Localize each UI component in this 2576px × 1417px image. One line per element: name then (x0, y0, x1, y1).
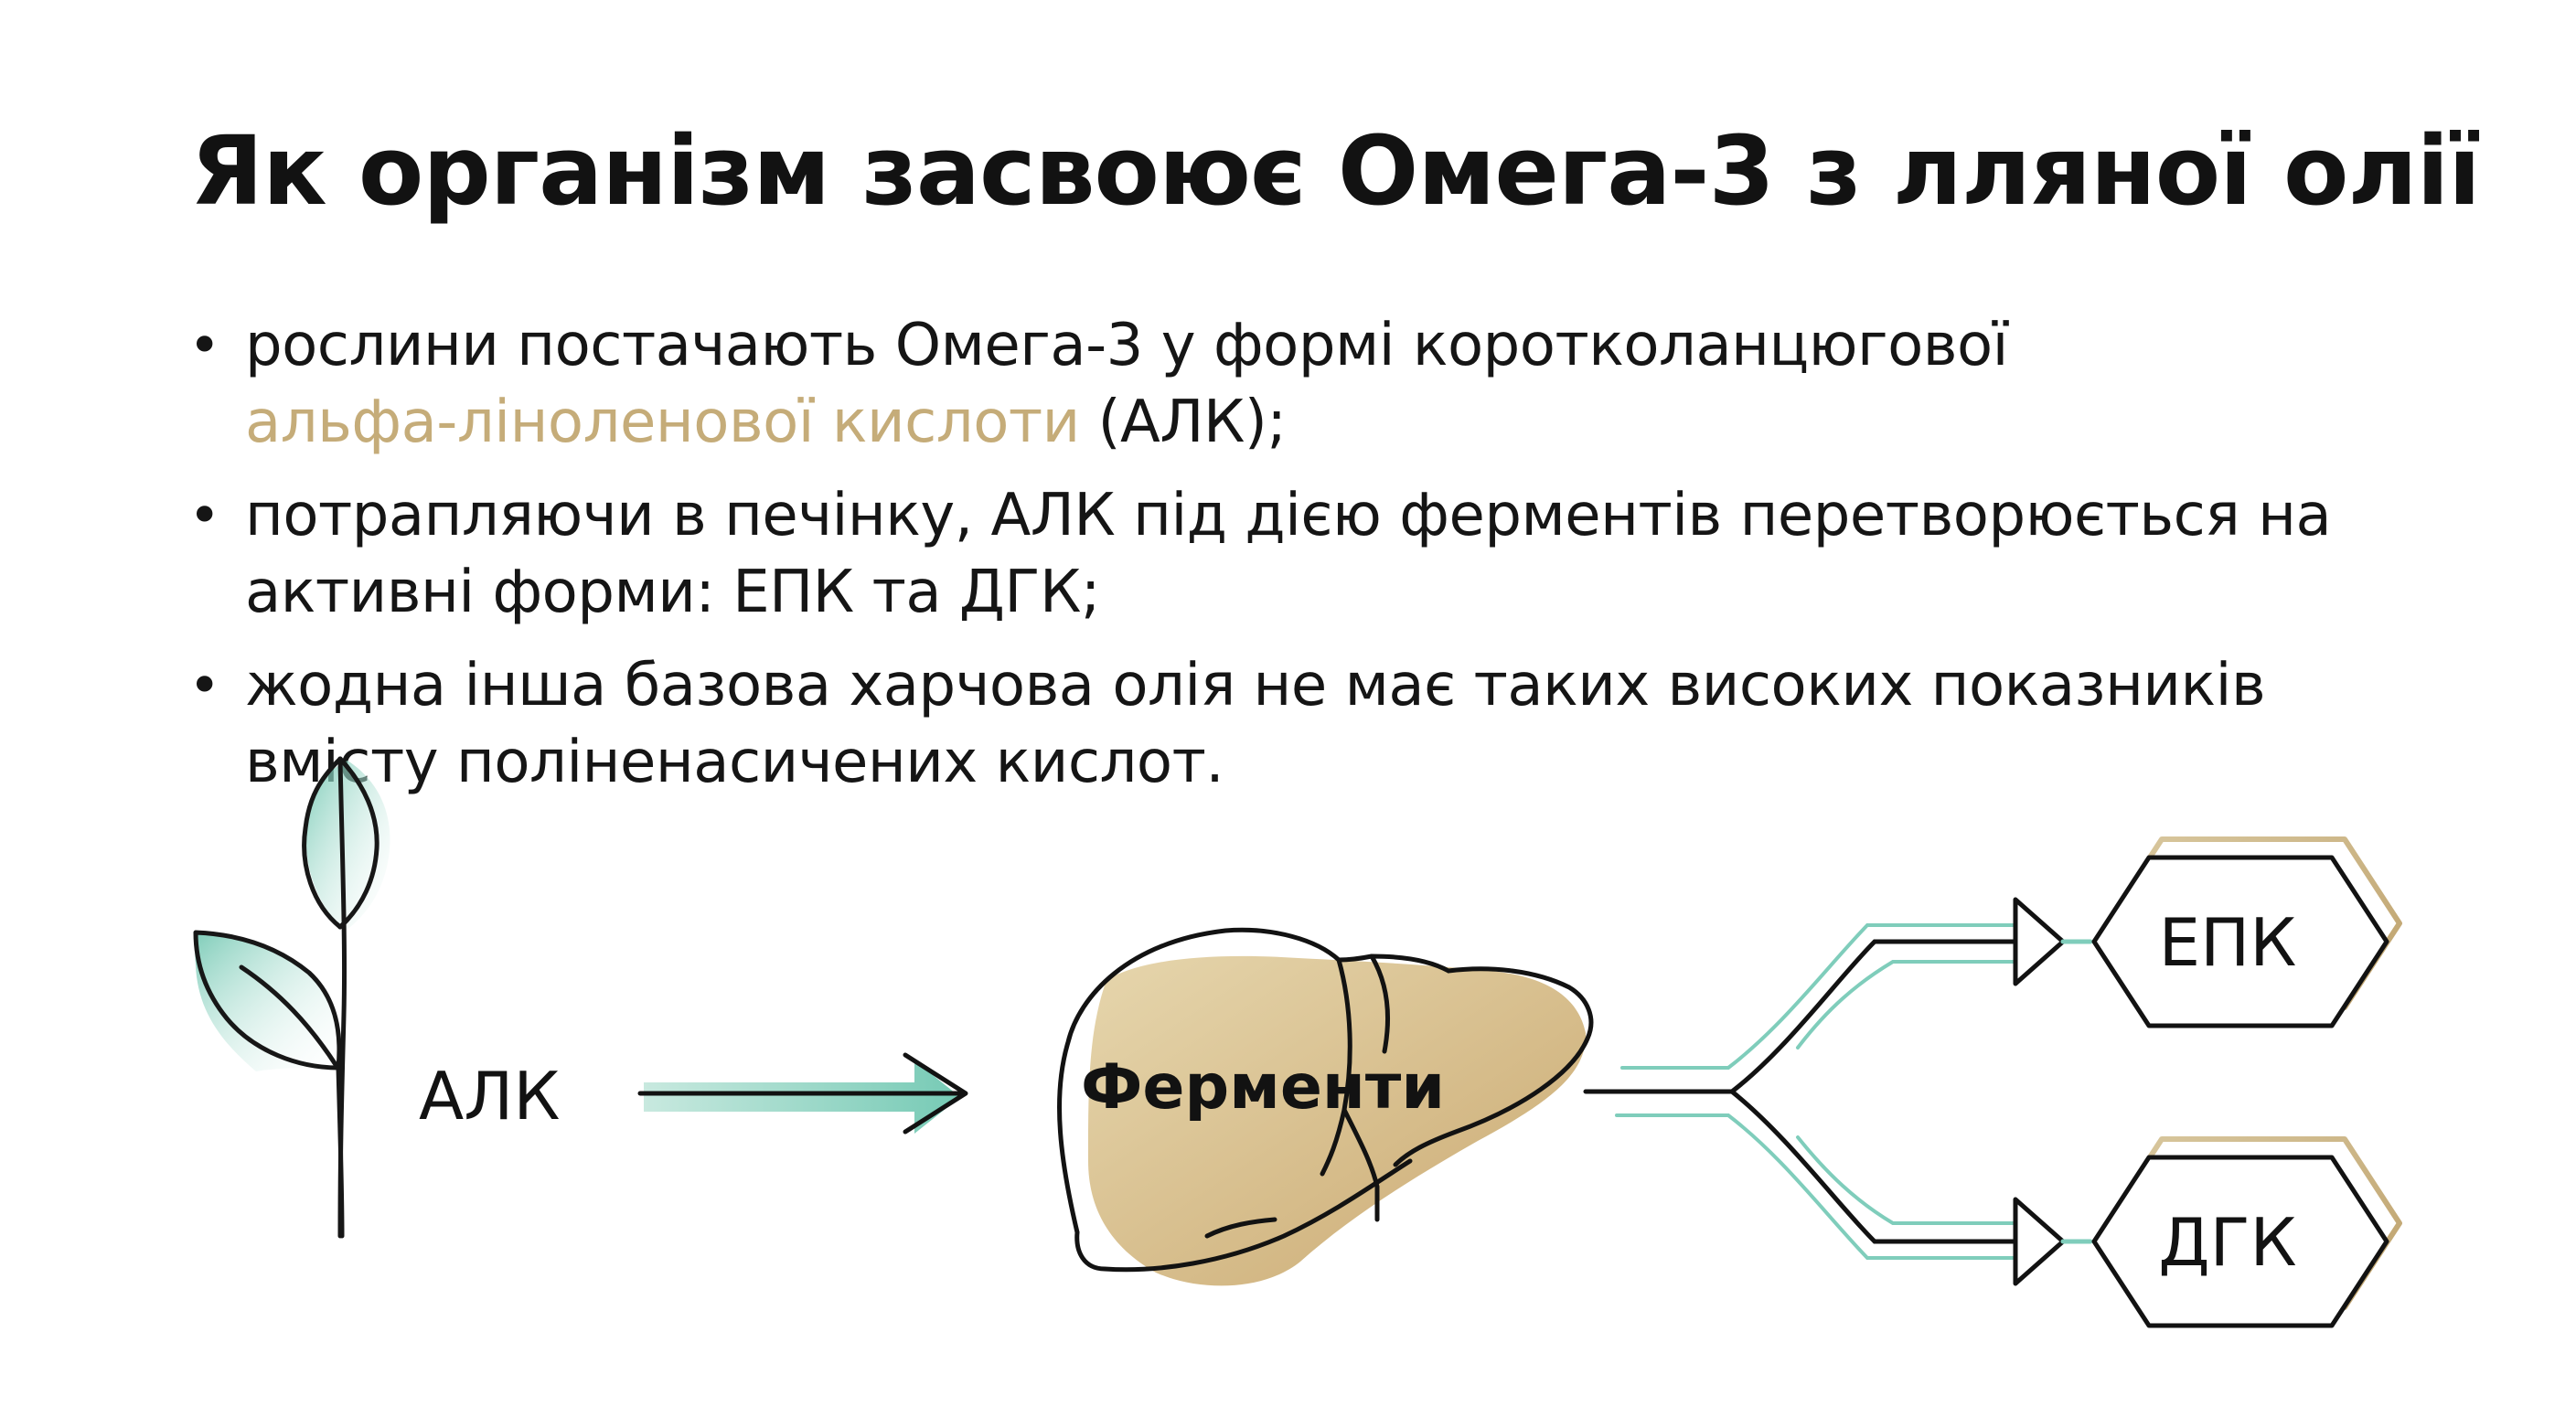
leaf-icon (193, 756, 390, 1239)
output-label-epk: ЕПК (2159, 904, 2297, 981)
bullet-item-2: потрапляючи в печінку, АЛК під дією ферм… (188, 477, 2429, 631)
page-title: Як організм засвоює Омега-3 з лляної олі… (190, 115, 2481, 227)
bullet-3-text: жодна інша базова харчова олія не має та… (245, 652, 2266, 796)
bullet-item-3: жодна інша базова харчова олія не має та… (188, 647, 2429, 801)
bullet-1-text: рослини постачають Омега-3 у формі корот… (245, 312, 2008, 379)
bullet-1-highlight: альфа-ліноленової кислоти (245, 389, 1080, 456)
branch-arrow-icon (1583, 897, 2093, 1286)
output-label-dgk: ДГК (2158, 1204, 2296, 1281)
bullet-2-text: потрапляючи в печінку, АЛК під дією ферм… (245, 482, 2332, 626)
hexagon-icon (2091, 836, 2402, 1328)
source-label-alk: АЛК (419, 1058, 561, 1135)
bullet-1-suffix: (АЛК); (1079, 389, 1287, 456)
process-label-enzymes: Ферменти (1081, 1051, 1445, 1124)
bullet-list: рослини постачають Омега-3 у формі корот… (188, 307, 2429, 817)
liver-icon (1057, 927, 1594, 1286)
bullet-item-1: рослини постачають Омега-3 у формі корот… (188, 307, 2429, 461)
arrow-right-icon (637, 1052, 968, 1135)
